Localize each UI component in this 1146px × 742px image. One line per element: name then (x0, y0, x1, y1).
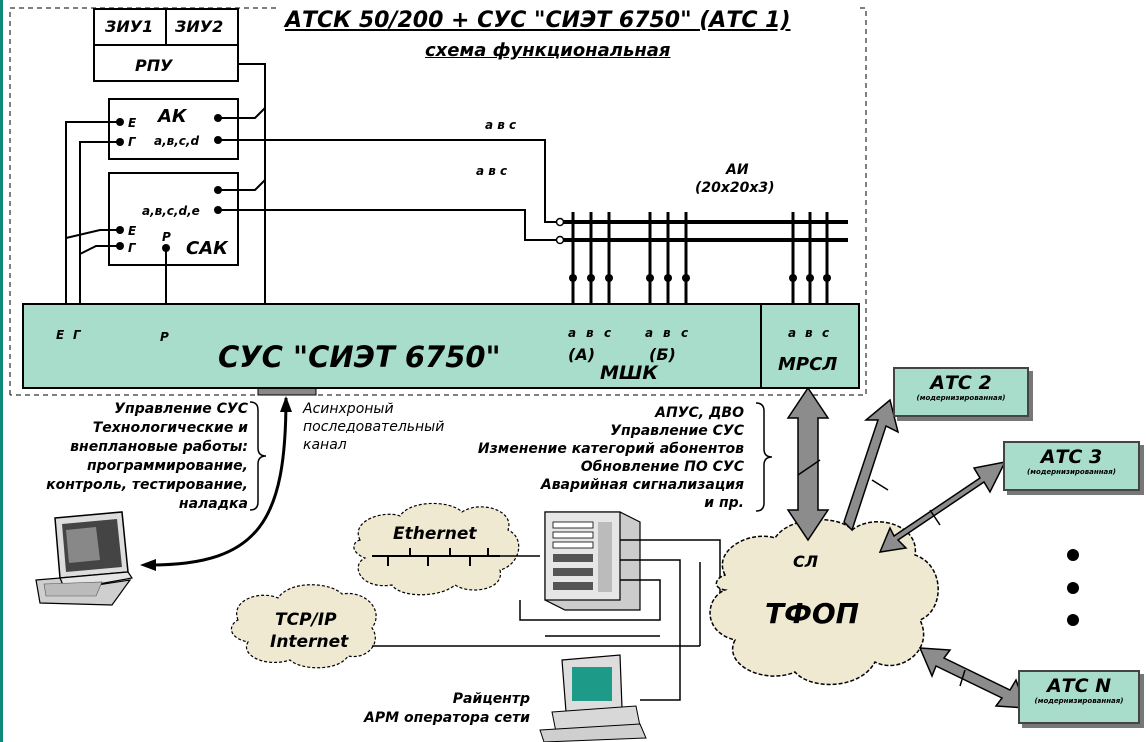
ziu1-label: ЗИУ1 (105, 17, 154, 36)
ethernet-label: Ethernet (393, 524, 477, 544)
pin-a-c: с (604, 326, 612, 340)
sak-g-label: Г (128, 241, 136, 255)
right-brace (755, 402, 773, 512)
ak-label: АК (158, 106, 187, 127)
serial-arrow-up (280, 396, 292, 412)
atc-2-name: АТС 2 (930, 372, 992, 394)
left-edge-strip (0, 0, 3, 742)
ethernet-bus (372, 548, 500, 566)
right-note-line: Аварийная сигнализация (540, 477, 744, 493)
left-note-line: программирование, (86, 458, 248, 474)
left-note-line: Управление СУС (114, 401, 248, 417)
diagram-subtitle: схема функциональная (425, 40, 671, 61)
atc-2-box[interactable]: АТС 2 (модернизированная) (893, 367, 1029, 417)
trunk-arrows (786, 386, 1028, 709)
sus-module (22, 303, 762, 389)
ai-dim-label: (20х20х3) (695, 180, 775, 196)
more-atc-dots (1067, 549, 1079, 626)
sak-p-label: Р (162, 230, 171, 244)
ai-label: АИ (726, 162, 749, 178)
ak-abcd-label: а,в,с,d (154, 134, 200, 148)
rayon-line: Райцентр (452, 691, 530, 707)
left-note-line: наладка (178, 496, 248, 512)
arrow-ticks (797, 459, 966, 687)
sak-e-label: Е (128, 224, 137, 238)
pin-m-b: в (805, 326, 813, 340)
atc-n-sub: (модернизированная) (1034, 697, 1124, 705)
serial-line: канал (303, 437, 347, 453)
wire-abc-1: а в с (485, 118, 517, 132)
ak-block: АК Е Г а,в,с,d (108, 98, 239, 160)
ziu-rpu-block: ЗИУ1 ЗИУ2 РПУ (93, 8, 239, 82)
block-dots (116, 60, 222, 252)
right-note-line: и пр. (704, 495, 744, 511)
atc-2-sub: (модернизированная) (916, 394, 1006, 402)
mrsl-label: МРСЛ (778, 354, 838, 375)
wire-abc-2: а в с (476, 164, 508, 178)
group-a-label: (А) (568, 345, 596, 364)
mrsl-module (760, 303, 860, 389)
right-notes: АПУС, ДВО Управление СУС Изменение катег… (478, 404, 744, 512)
right-note-line: Управление СУС (610, 423, 744, 439)
sus-title: СУС "СИЭТ 6750" (218, 340, 501, 374)
workstation-icon[interactable] (539, 654, 647, 742)
ak-g-label: Г (128, 135, 136, 149)
sak-abcde-label: а,в,с,d,е (142, 204, 200, 218)
rayon-label: Райцентр АРМ оператора сети (364, 690, 530, 728)
serial-arrow-left (140, 559, 156, 571)
tfop-label: ТФОП (765, 597, 860, 630)
server-icon[interactable] (544, 511, 641, 611)
group-b-label: (Б) (649, 345, 676, 364)
atc-n-box[interactable]: АТС N (модернизированная) (1018, 670, 1140, 724)
atc-n-name: АТС N (1046, 675, 1112, 697)
internet-label: Internet (270, 632, 349, 652)
sak-label: САК (186, 238, 228, 259)
pin-b-c: с (681, 326, 689, 340)
left-note-line: контроль, тестирование, (46, 477, 248, 493)
right-note-line: Обновление ПО СУС (580, 459, 744, 475)
pin-a-a: а (568, 326, 577, 340)
atc-3-box[interactable]: АТС 3 (модернизированная) (1003, 441, 1140, 491)
mshk-label: МШК (600, 362, 658, 384)
atc-3-sub: (модернизированная) (1027, 468, 1116, 476)
server-loop (519, 579, 661, 621)
tcpip-label: TCP/IP (275, 610, 337, 630)
left-note-line: Технологические и (92, 420, 248, 436)
serial-line: Асинхроный (303, 401, 394, 417)
right-note-line: АПУС, ДВО (655, 405, 744, 421)
ai-connectors (571, 212, 829, 320)
pin-b-a: а (645, 326, 654, 340)
sl-label: СЛ (793, 552, 819, 571)
sus-pin-p: Р (160, 330, 169, 344)
pin-m-a: а (788, 326, 797, 340)
ethernet-cloud (353, 502, 520, 596)
sus-pin-e: Е (56, 328, 65, 342)
sak-block: а,в,с,d,е Е Г Р САК (108, 172, 239, 266)
left-note-line: внеплановые работы: (70, 439, 248, 455)
pin-m-c: с (822, 326, 830, 340)
server-to-workstation (620, 559, 681, 701)
left-notes: Управление СУС Технологические и внеплан… (46, 400, 248, 514)
rpu-label: РПУ (135, 56, 173, 75)
serial-line: последовательный (303, 419, 445, 435)
laptop-icon[interactable] (35, 511, 134, 606)
diagram-title: АТСК 50/200 + СУС "СИЭТ 6750" (АТС 1) (285, 8, 791, 33)
bus-junctions (555, 217, 565, 245)
ziu2-label: ЗИУ2 (175, 17, 224, 36)
pin-b-b: в (663, 326, 671, 340)
serial-channel-link (149, 397, 288, 567)
left-brace (249, 401, 267, 511)
sus-pin-g: Г (73, 328, 81, 342)
ak-e-label: Е (128, 116, 137, 130)
atc-3-name: АТС 3 (1040, 446, 1103, 468)
rayon-line: АРМ оператора сети (364, 710, 530, 726)
pin-a-b: в (586, 326, 594, 340)
right-note-line: Изменение категорий абонентов (477, 441, 744, 457)
serial-channel-label: Асинхроный последовательный канал (303, 400, 444, 454)
